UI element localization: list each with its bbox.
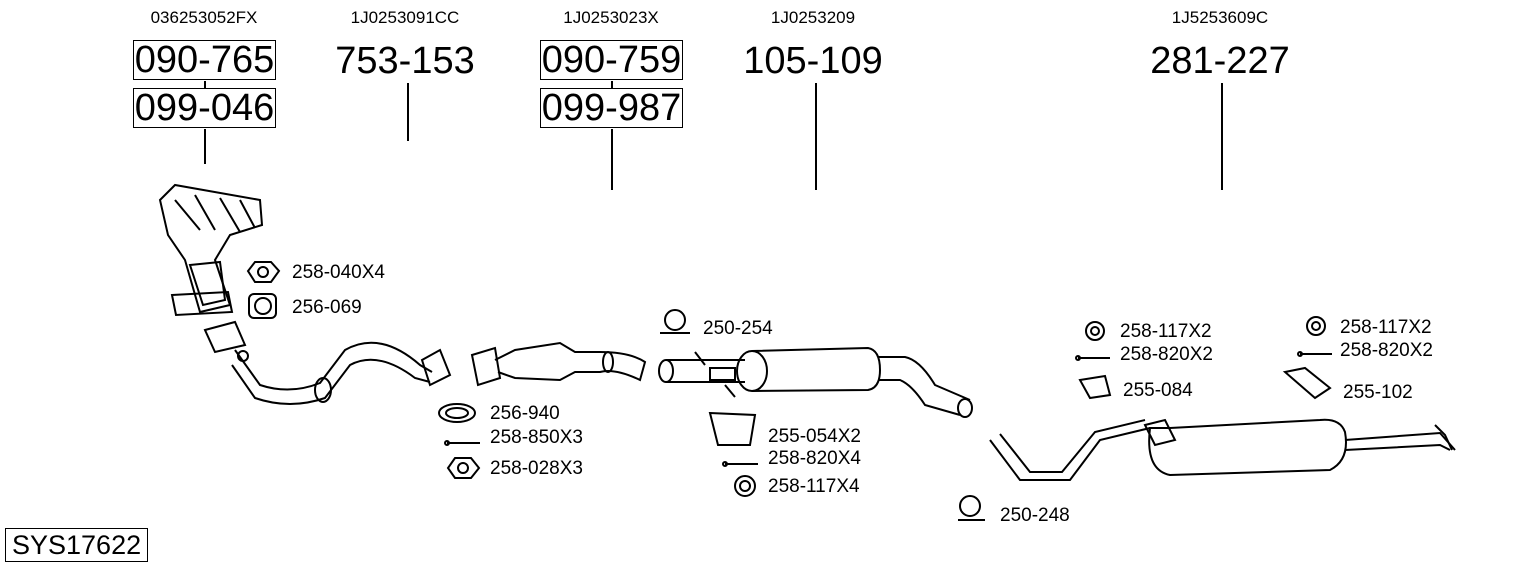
connector-line [611, 81, 613, 88]
accessory-label[interactable]: 258-820X2 [1340, 340, 1433, 361]
accessory-label[interactable]: 256-940 [490, 403, 560, 424]
accessory-label[interactable]: 250-254 [703, 318, 773, 339]
leader-line [815, 83, 817, 190]
oe-number: 1J0253091CC [350, 8, 460, 27]
part-number-box[interactable]: 090-765 [133, 39, 276, 81]
leader-line [611, 129, 613, 190]
leader-line [204, 129, 206, 164]
part-number[interactable]: 105-109 [743, 40, 883, 82]
leader-line [407, 83, 409, 141]
catalyst-drawing [470, 341, 647, 387]
system-id-box: SYS17622 [5, 528, 149, 562]
part-number[interactable]: 753-153 [335, 40, 475, 82]
accessory-label[interactable]: 258-820X4 [768, 448, 861, 469]
accessory-label[interactable]: 258-820X2 [1120, 344, 1213, 365]
accessory-label[interactable]: 250-248 [1000, 505, 1070, 526]
manifold-catalyst-drawing [158, 183, 264, 317]
oe-number: 1J5253609C [1171, 8, 1269, 27]
middle-muffler-drawing [658, 346, 973, 418]
accessory-label[interactable]: 258-850X3 [490, 427, 583, 448]
accessory-label[interactable]: 258-040X4 [292, 262, 385, 283]
accessory-label[interactable]: 258-117X2 [1120, 321, 1212, 342]
accessory-label[interactable]: 258-117X4 [768, 476, 860, 497]
connector-line [204, 81, 206, 88]
leader-line [1221, 83, 1223, 190]
oe-number: 1J0253209 [770, 8, 856, 27]
part-number[interactable]: 281-227 [1150, 40, 1290, 82]
accessory-label[interactable]: 255-102 [1343, 382, 1413, 403]
accessory-label[interactable]: 255-084 [1123, 380, 1193, 401]
accessory-label[interactable]: 258-028X3 [490, 458, 583, 479]
oe-number: 036253052FX [150, 8, 258, 27]
part-number-box[interactable]: 099-987 [540, 87, 683, 129]
front-pipe-drawing [203, 320, 452, 405]
accessory-label[interactable]: 255-054X2 [768, 426, 861, 447]
accessory-label[interactable]: 256-069 [292, 297, 362, 318]
part-number-box[interactable]: 099-046 [133, 87, 276, 129]
oe-number: 1J0253023X [563, 8, 659, 27]
accessory-label[interactable]: 258-117X2 [1340, 317, 1432, 338]
part-number-box[interactable]: 090-759 [540, 39, 683, 81]
accessory-icons [246, 261, 1332, 521]
rear-muffler-drawing [989, 418, 1456, 481]
